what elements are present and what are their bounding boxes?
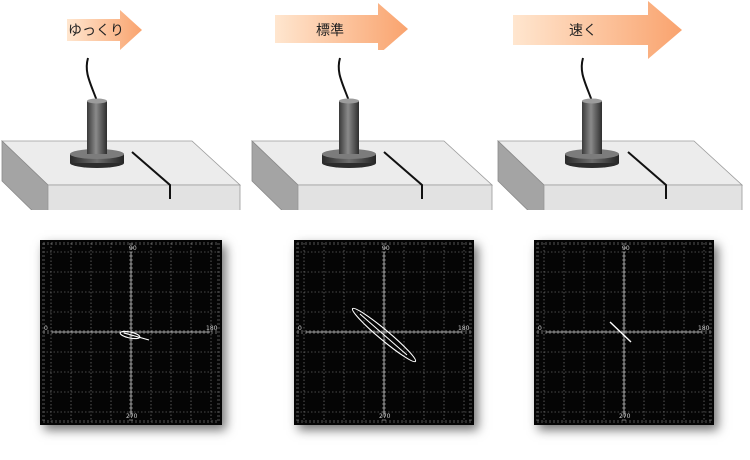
test-block: [1, 140, 242, 210]
label-left: 0: [44, 325, 48, 332]
arrow-label: 速く: [569, 23, 597, 39]
panel-slow: ゆっくり 90 0: [0, 0, 250, 460]
test-block: [497, 140, 744, 210]
label-right: 180: [458, 325, 470, 332]
speed-arrow: 標準: [250, 0, 500, 55]
test-block: [251, 140, 494, 210]
label-right: 180: [206, 325, 218, 332]
label-bottom: 270: [379, 413, 391, 420]
panel-fast: 速く 90 0 18: [496, 0, 746, 460]
label-top: 90: [622, 245, 630, 252]
arrow-icon: [275, 3, 408, 55]
crack-line: [383, 151, 423, 199]
specimen-scene: [497, 57, 744, 210]
specimen-scene: [251, 57, 494, 210]
label-top: 90: [382, 245, 390, 252]
label-left: 0: [298, 325, 302, 332]
oscilloscope-display: 90 0 180 270: [294, 240, 474, 425]
lissajous-trace: [351, 307, 417, 363]
oscilloscope-display: 90 0 180 270: [534, 240, 714, 425]
lissajous-trace: [609, 321, 632, 343]
label-right: 180: [698, 325, 710, 332]
probe-icon: [565, 57, 619, 168]
label-bottom: 270: [619, 413, 631, 420]
scope-grid: [296, 242, 472, 423]
arrow-icon: [513, 1, 682, 59]
probe-icon: [322, 57, 376, 168]
arrow-label: ゆっくり: [68, 23, 124, 39]
label-bottom: 270: [126, 413, 138, 420]
panel-standard: 標準 90 0 18: [250, 0, 500, 460]
probe-icon: [70, 57, 124, 168]
speed-arrow: 速く: [496, 0, 750, 66]
label-left: 0: [538, 325, 542, 332]
lissajous-trace: [119, 330, 150, 341]
crack-line: [131, 151, 171, 199]
specimen-scene: [1, 57, 242, 210]
scope-grid: [536, 242, 712, 423]
label-top: 90: [129, 245, 137, 252]
arrow-label: 標準: [316, 23, 344, 39]
arrow-icon: [67, 10, 142, 50]
oscilloscope-display: 90 0 180 270: [40, 240, 222, 425]
speed-arrow: ゆっくり: [0, 0, 250, 54]
crack-line: [627, 151, 667, 199]
